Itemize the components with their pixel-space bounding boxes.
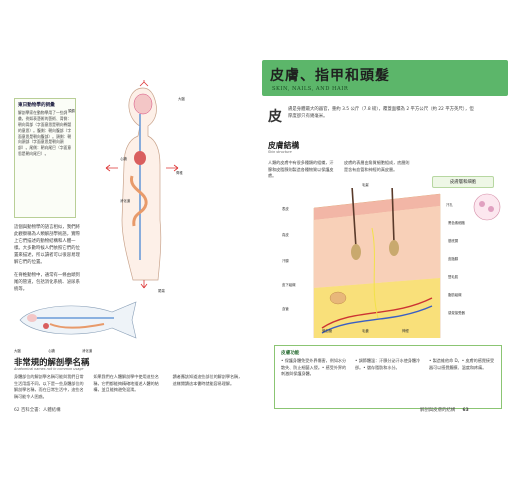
dermis-layer xyxy=(314,206,440,288)
anterior-arrow xyxy=(105,164,118,172)
fat-layer xyxy=(314,278,440,338)
fish-heart xyxy=(43,323,49,329)
label-fish-gut: 消化道 xyxy=(82,349,93,353)
sidebox-body: 解剖學家在動物學用了一些詞彙，例如表藝術的藝術、背側：朝向背部（字面意思是朝向脊… xyxy=(18,110,72,157)
label-brain: 大腦 xyxy=(178,97,185,101)
artery xyxy=(321,297,433,329)
body-outline xyxy=(121,87,162,281)
label-fish-heart: 心臟 xyxy=(48,349,55,353)
body-paragraph-2: 在脊椎動物中，通常有一條由頭到尾的管道，包括消化系統、泌尿系統等。 xyxy=(14,273,80,293)
section-subtitle: Anatomical names not in common usage xyxy=(14,367,84,371)
hair-follicle-2 xyxy=(389,240,399,256)
skin-function-columns: • 保護身體免受外界傷害，例如水分散失、防止細菌入侵。• 感受外界的刺激與保護身… xyxy=(281,358,497,378)
section-title-unusual-names: 非常規的解剖學名稱 xyxy=(14,357,90,367)
drop-cap: 皮 xyxy=(268,109,282,125)
skin-function-box: 皮膚功能 • 保護身體免受外界傷害，例如水分散失、防止細菌入侵。• 感受外界的刺… xyxy=(274,345,502,409)
skin-structure-subtitle: Skin structure xyxy=(268,150,292,154)
right-page-number: 63 xyxy=(462,408,469,413)
function-column-2: • 調節體溫：汗腺分泌汗水使身體冷卻。• 儲存脂肪和水分。 xyxy=(355,358,421,370)
label-melanocyte: 黑色素細胞 xyxy=(448,221,465,225)
skin-paragraph-1: 人類的皮膚中有很多種類的組織，汗腺和皮脂腺則製造各種物質以保護皮膚。 xyxy=(268,160,334,179)
skin-paragraph-2: 皮膚的表層由角質細胞組成，底層則是含有血管和神經的真皮層。 xyxy=(344,160,410,172)
label-fish-brain: 大腦 xyxy=(14,349,21,353)
column-2: 如果我們在人體解剖學中使用這些名稱，它們都能夠精確地描述人體的結構，並且能夠避免… xyxy=(93,374,159,393)
right-page: 皮膚、指甲和頭髮 SKIN, NAILS, AND HAIR 皮 膚是身體最大的… xyxy=(262,58,512,409)
page-subtitle: SKIN, NAILS, AND HAIR xyxy=(272,86,349,92)
right-footer: 解剖與皮膚的結構 63 xyxy=(420,407,469,413)
label-receptor: 感覺接受器 xyxy=(448,311,465,315)
fish-gut xyxy=(49,323,105,329)
terminology-sidebox: 東日動物學的詞彙 解剖學家在動物學用了一些詞彙，例如表藝術的藝術、背側：朝向背部… xyxy=(14,98,76,218)
label-dermis: 真皮 xyxy=(282,233,289,237)
cell-zoom-illustration xyxy=(473,193,501,221)
label-sweat: 汗腺 xyxy=(282,259,289,263)
sweat-gland xyxy=(329,291,347,305)
hair-strand-1 xyxy=(351,188,357,249)
title-banner: 皮膚、指甲和頭髮 SKIN, NAILS, AND HAIR xyxy=(262,60,508,96)
label-skull: 頭顱 xyxy=(68,109,75,113)
three-column-text: 身體部位的解剖學名稱可能與我們日常生活用語不同，以下是一些身體部位的解剖學名稱，… xyxy=(14,374,246,400)
label-vessel: 血管 xyxy=(282,307,289,311)
gut-shape xyxy=(130,175,148,227)
column-3: 讀者應該知道這些部位的解剖學名稱，這樣閱讀這本書時就能容易理解。 xyxy=(172,374,243,386)
right-footer-text: 解剖與皮膚的結構 xyxy=(420,408,456,413)
fish-outline xyxy=(19,301,137,339)
left-footer: 62 百科全書：人體結構 xyxy=(14,408,61,413)
hair-follicle-1 xyxy=(351,244,361,260)
fish-diagram xyxy=(19,301,137,339)
heart-shape xyxy=(134,151,146,165)
label-pore: 汗孔 xyxy=(446,203,453,207)
body-paragraph-1: 這個與動物學的語言相似，我們將此觀察稱為人類解剖學術語，實際上它們描述的動物結構… xyxy=(14,225,80,266)
skin-structure-title: 皮膚結構 xyxy=(268,141,300,150)
label-tail: 尾端 xyxy=(158,289,165,293)
page-title: 皮膚、指甲和頭髮 xyxy=(270,68,390,84)
label-stomach: 消化道 xyxy=(120,199,131,203)
label-heart: 心臟 xyxy=(120,157,127,161)
label-basal: 基底層 xyxy=(448,239,459,243)
function-column-3: • 製造維他命 D。• 皮膚的感覺接受器可以感覺觸摸、溫度和疼痛。 xyxy=(429,358,495,370)
function-column-1: • 保護身體免受外界傷害，例如水分散失、防止細菌入侵。• 感受外界的刺激與保護身… xyxy=(281,358,347,377)
epidermis-layer xyxy=(314,194,440,220)
skin-function-title: 皮膚功能 xyxy=(281,351,300,356)
skin-cross-section-diagram xyxy=(313,188,441,338)
left-page: 東日動物學的詞彙 解剖學家在動物學用了一些詞彙，例如表藝術的藝術、背側：朝向背部… xyxy=(8,58,256,402)
posterior-arrow xyxy=(166,164,179,172)
nerve xyxy=(371,227,379,319)
fish-brain xyxy=(27,314,37,322)
human-body-diagram xyxy=(105,80,179,289)
label-follicle: 毛囊 xyxy=(362,329,369,333)
label-hair: 毛髮 xyxy=(362,183,369,187)
label-arrector: 豎毛肌 xyxy=(448,275,459,279)
intro-paragraph: 膚是身體最大的器官，重約 3.5 公斤（7.8 磅），覆蓋面積為 2 平方公尺（… xyxy=(288,107,474,120)
label-epidermis: 表皮 xyxy=(282,207,289,211)
sidebox-title: 東日動物學的詞彙 xyxy=(18,103,55,108)
vein xyxy=(321,305,433,334)
label-capillary: 微血管 xyxy=(322,329,333,333)
label-sebaceous: 皮脂腺 xyxy=(448,257,459,261)
label-vertebrae: 脊椎 xyxy=(176,171,183,175)
brain-shape xyxy=(133,93,153,115)
caudal-arrow xyxy=(140,280,148,289)
hair-strand-2 xyxy=(391,188,395,244)
column-1: 身體部位的解剖學名稱可能與我們日常生活用語不同，以下是一些身體部位的解剖學名稱，… xyxy=(14,374,84,399)
label-subcut: 皮下組織 xyxy=(282,283,296,287)
label-nerve: 神經 xyxy=(402,329,409,333)
label-fat: 脂肪組織 xyxy=(448,293,462,297)
skin-cells-tag: 皮膚層和細胞 xyxy=(432,176,494,188)
